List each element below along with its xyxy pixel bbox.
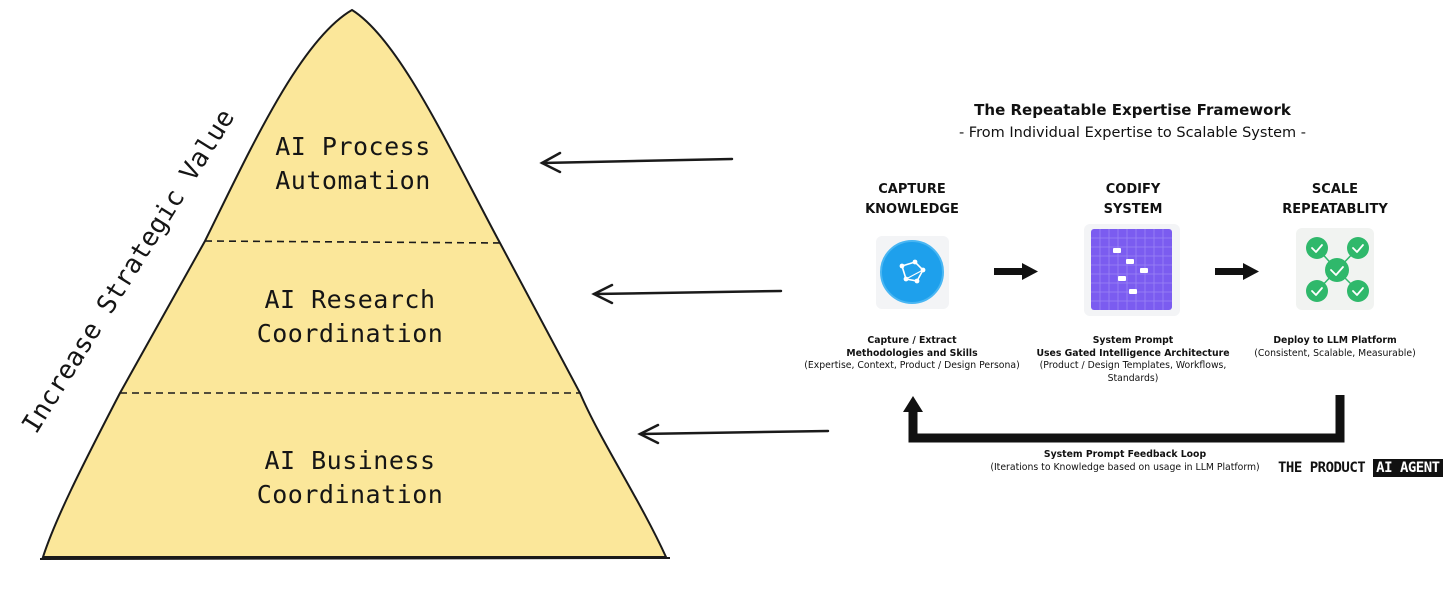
step-codify-heading: CODIFY SYSTEM (1053, 180, 1213, 220)
step-heading-line: CODIFY (1105, 182, 1161, 197)
step-capture-heading: CAPTURE KNOWLEDGE (832, 180, 992, 220)
tier-label-line: Coordination (256, 480, 444, 509)
step-codify-description: System Prompt Uses Gated Intelligence Ar… (1021, 335, 1245, 385)
desc-bold-line: Deploy to LLM Platform (1273, 335, 1397, 346)
brand-text-part1: THE PRODUCT (1278, 460, 1366, 476)
tier-label-line: AI Research (264, 285, 436, 314)
tier-label-line: Automation (275, 166, 431, 195)
framework-title: The Repeatable Expertise Framework (974, 101, 1291, 119)
tier-research-coordination: AI Research Coordination (230, 283, 470, 351)
tier-business-coordination: AI Business Coordination (230, 444, 470, 512)
arrow-codify-to-scale (1215, 263, 1259, 280)
desc-line: (Expertise, Context, Product / Design Pe… (804, 360, 1020, 371)
desc-bold-line: Capture / Extract (867, 335, 957, 346)
arrow-to-business-coordination (637, 423, 830, 445)
desc-bold-line: Methodologies and Skills (846, 347, 978, 359)
feedback-title: System Prompt Feedback Loop (1043, 449, 1207, 460)
framework-subtitle: - From Individual Expertise to Scalable … (958, 125, 1307, 141)
desc-bold-line: Uses Gated Intelligence Architecture (1036, 347, 1230, 359)
grid-system-icon (1084, 224, 1180, 316)
knowledge-graph-icon (876, 236, 949, 309)
tier-label-line: Coordination (256, 319, 444, 348)
step-scale-description: Deploy to LLM Platform (Consistent, Scal… (1250, 335, 1420, 360)
step-heading-line: SYSTEM (1103, 202, 1163, 217)
desc-bold-line: System Prompt (1092, 335, 1174, 346)
desc-line: (Consistent, Scalable, Measurable) (1254, 347, 1416, 359)
arrow-to-process-automation (539, 151, 734, 174)
feedback-desc: (Iterations to Knowledge based on usage … (990, 461, 1260, 473)
feedback-loop-description: System Prompt Feedback Loop (Iterations … (975, 449, 1275, 474)
brand-text-part2: AI AGENT (1373, 459, 1443, 477)
step-heading-line: KNOWLEDGE (865, 202, 959, 217)
pyramid-base-line (39, 557, 671, 560)
tier-label-line: AI Process (275, 132, 431, 161)
step-heading-line: SCALE (1311, 182, 1359, 197)
arrow-to-research-coordination (591, 283, 783, 305)
checkmark-network-icon (1296, 228, 1374, 310)
desc-line: Standards) (1107, 372, 1159, 384)
tier-label-line: AI Business (264, 446, 436, 475)
step-heading-line: REPEATABLITY (1282, 202, 1388, 217)
tier-divider-upper (204, 240, 503, 244)
brand-logo: THE PRODUCT AI AGENT (1278, 459, 1443, 477)
feedback-loop-arrow (903, 395, 1345, 443)
tier-process-automation: AI Process Automation (233, 130, 473, 198)
step-scale-heading: SCALE REPEATABLITY (1255, 180, 1415, 220)
arrow-capture-to-codify (994, 263, 1038, 280)
pyramid-shape (41, 8, 668, 558)
step-capture-description: Capture / Extract Methodologies and Skil… (802, 335, 1022, 373)
desc-line: (Product / Design Templates, Workflows, (1039, 360, 1227, 371)
step-heading-line: CAPTURE (878, 182, 946, 197)
